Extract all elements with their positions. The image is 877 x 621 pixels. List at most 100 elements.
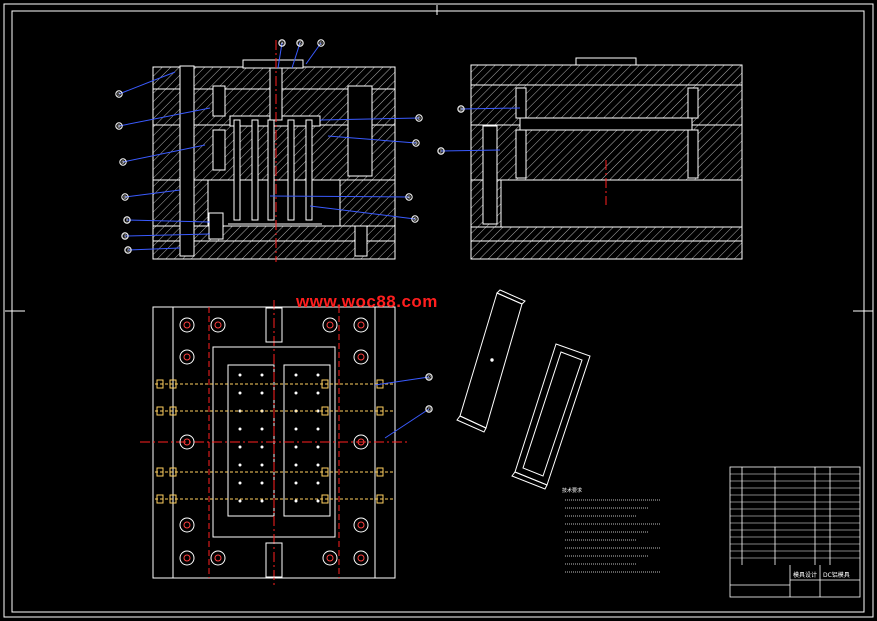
balloon <box>296 39 304 47</box>
bolt-hole <box>353 434 369 450</box>
leader-line <box>319 117 420 121</box>
ejector-pin <box>294 373 298 377</box>
ejector-pin <box>294 481 298 485</box>
leader-line <box>309 205 416 220</box>
balloon-label: ⑮ <box>297 40 302 47</box>
title-block-name: 模具设计 <box>793 571 817 579</box>
right-section-view <box>470 57 743 260</box>
bolt-hole <box>353 517 369 533</box>
balloon <box>412 139 420 147</box>
leader-line <box>305 42 322 65</box>
watermark: www.woc88.com <box>296 292 438 311</box>
balloon <box>119 158 127 166</box>
leader-line <box>327 135 417 144</box>
balloon <box>405 193 413 201</box>
bolt-hole <box>179 317 195 333</box>
ejector-pin <box>294 445 298 449</box>
balloon <box>411 215 419 223</box>
ejector-pin <box>260 481 264 485</box>
balloon-label: ⑦ <box>117 92 122 98</box>
leader-line <box>277 42 283 69</box>
outer-frame <box>3 3 874 618</box>
ejector-pin <box>294 391 298 395</box>
balloon-label: ⑨ <box>121 160 125 166</box>
bolt-hole <box>179 349 195 365</box>
ejector-pin <box>238 499 242 503</box>
balloon <box>425 405 433 413</box>
ejector-pin <box>260 463 264 467</box>
leader-line <box>122 144 206 163</box>
balloon <box>278 39 286 47</box>
balloon <box>317 39 325 47</box>
ejector-pin <box>260 391 264 395</box>
balloon <box>124 246 132 254</box>
leader-line <box>384 408 430 439</box>
balloon-label: ㉑ <box>438 148 443 155</box>
ejector-pin <box>238 463 242 467</box>
leader-line <box>440 149 501 152</box>
notes-header: 技术要求 <box>562 487 582 494</box>
bolt-hole <box>179 550 195 566</box>
balloon <box>121 193 129 201</box>
leader-line <box>118 107 211 127</box>
balloon-label: ⑬ <box>125 247 130 254</box>
iso-part-solid <box>456 289 526 433</box>
balloon-label: ⑳ <box>458 106 463 113</box>
iso-part-cavity <box>511 343 591 490</box>
leader-line <box>118 71 176 95</box>
technical-notes: 技术要求 <box>562 487 660 573</box>
bolt-hole <box>353 349 369 365</box>
balloon <box>425 373 433 381</box>
balloon-label: ⑩ <box>123 195 128 201</box>
bolt-hole <box>322 317 338 333</box>
balloon <box>123 216 131 224</box>
balloon-label: ④ <box>407 195 412 201</box>
ejector-pin <box>260 373 264 377</box>
bolt-hole <box>179 434 195 450</box>
balloon-label: ㉒ <box>426 374 431 381</box>
ejector-pin <box>238 373 242 377</box>
ejector-pin <box>260 445 264 449</box>
ejector-pin <box>316 481 320 485</box>
ejector-pin <box>316 373 320 377</box>
bolt-hole <box>179 517 195 533</box>
ejector-pin <box>316 391 320 395</box>
balloon <box>115 90 123 98</box>
balloon-label: ⑪ <box>124 217 129 224</box>
balloon <box>437 147 445 155</box>
balloon <box>121 232 129 240</box>
bolt-hole <box>210 550 226 566</box>
leader-line <box>269 195 410 198</box>
bolt-hole <box>353 317 369 333</box>
leader-line <box>126 219 211 223</box>
leader-line <box>127 247 181 251</box>
leader-line <box>124 233 211 237</box>
balloon-label: ⑤ <box>413 217 417 223</box>
leader-line <box>374 376 430 386</box>
ejector-pin <box>238 391 242 395</box>
ejector-pin <box>316 427 320 431</box>
title-block <box>729 466 861 598</box>
title-block-product: DC铝模具 <box>823 571 850 579</box>
balloon <box>415 114 423 122</box>
left-section-view <box>152 40 396 262</box>
ejector-pin <box>238 481 242 485</box>
balloon-label: ③ <box>414 141 418 147</box>
ejector-pin <box>316 445 320 449</box>
ejector-pin <box>316 499 320 503</box>
ejector-pin <box>238 427 242 431</box>
leader-line <box>124 189 181 198</box>
ejector-pin <box>260 427 264 431</box>
balloon-label: ⑫ <box>122 233 127 240</box>
leader-line <box>291 42 301 69</box>
ejector-pin <box>316 463 320 467</box>
balloon-label: ① <box>319 41 324 47</box>
bolt-hole <box>322 550 338 566</box>
balloon-label: ⑭ <box>279 40 284 47</box>
ejector-pin <box>294 463 298 467</box>
balloon-label: ㉓ <box>426 406 431 413</box>
ejector-pin <box>294 427 298 431</box>
